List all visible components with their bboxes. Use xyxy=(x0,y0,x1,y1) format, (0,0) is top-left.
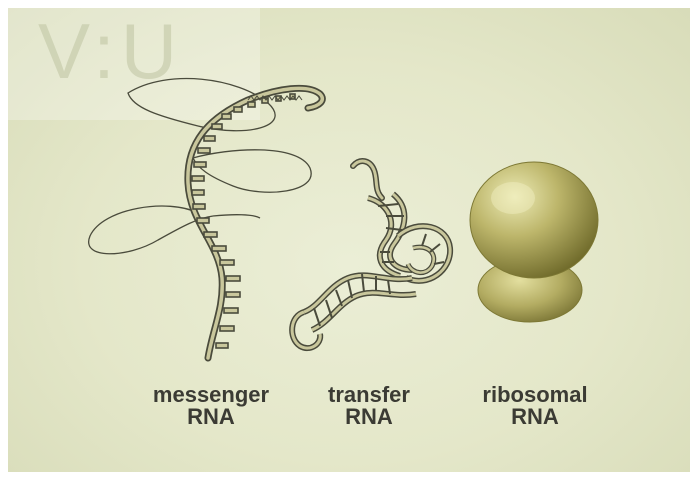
mrna-base xyxy=(192,190,204,195)
mrna-loop-strand xyxy=(213,215,260,218)
trna-strand xyxy=(312,293,416,330)
mrna-loop-strand xyxy=(193,150,311,192)
mrna-base xyxy=(220,260,234,265)
mrna-base xyxy=(194,162,206,167)
mrna-base xyxy=(226,276,240,281)
mrna-base xyxy=(212,124,222,129)
messenger-rna-label: messenger RNA xyxy=(126,384,296,428)
mrna-base xyxy=(226,292,240,297)
mrna-base xyxy=(224,308,238,313)
messenger-rna-illustration xyxy=(89,79,323,358)
mrna-base xyxy=(222,114,231,119)
mrna-base xyxy=(198,148,210,153)
mrna-base xyxy=(204,136,215,141)
label-line-2: RNA xyxy=(126,406,296,428)
mrna-base xyxy=(212,246,226,251)
ribosomal-rna-label: ribosomal RNA xyxy=(460,384,610,428)
mrna-base xyxy=(234,107,242,112)
mrna-base xyxy=(204,232,217,237)
mrna-base xyxy=(197,218,209,223)
label-line-2: RNA xyxy=(460,406,610,428)
label-line-2: RNA xyxy=(304,406,434,428)
trna-base-pair xyxy=(314,308,320,326)
transfer-rna-illustration xyxy=(292,161,450,348)
mrna-base xyxy=(193,204,205,209)
trna-base-pair xyxy=(336,290,342,306)
mrna-base xyxy=(248,102,255,107)
diagram-canvas: V:U xyxy=(8,8,690,472)
mrna-base xyxy=(216,343,228,348)
mrna-base xyxy=(192,176,204,181)
trna-base-pair xyxy=(348,280,352,298)
mrna-base xyxy=(220,326,234,331)
trna-base-pair xyxy=(430,244,440,252)
trna-base-pair xyxy=(422,234,426,246)
transfer-rna-label: transfer RNA xyxy=(304,384,434,428)
ribosome-large-subunit xyxy=(470,162,598,278)
ribosomal-rna-illustration xyxy=(470,162,598,322)
